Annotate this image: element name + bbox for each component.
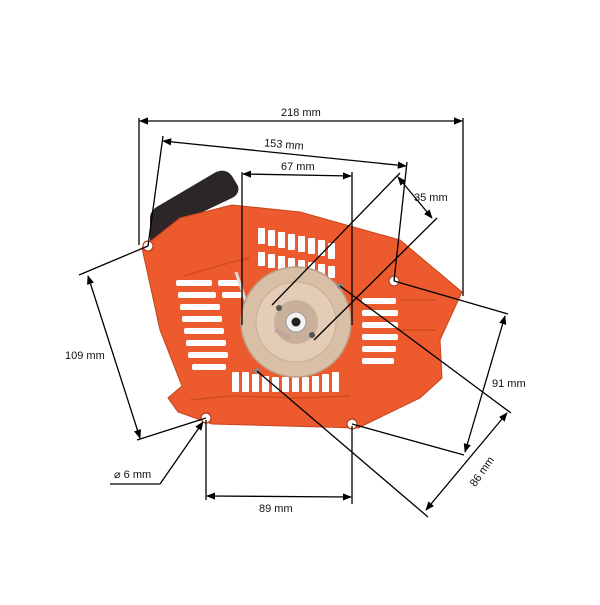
upper-grille (258, 228, 335, 278)
left-grille (176, 280, 242, 370)
label-diagonal-spacing: 86 mm (468, 455, 497, 489)
starter-product-image (141, 170, 463, 430)
dimension-lines (78, 117, 512, 518)
label-pulley-depth: 35 mm (414, 192, 448, 204)
label-hole-diameter: ⌀ 6 mm (114, 469, 151, 481)
label-right-mount-spacing: 91 mm (492, 378, 526, 390)
label-handle-to-mount: 153 mm (264, 137, 305, 152)
pulley (240, 266, 352, 378)
right-grille (362, 298, 398, 364)
bottom-grille (232, 372, 339, 392)
label-left-mount-spacing: 109 mm (65, 350, 105, 362)
label-overall-width: 218 mm (281, 107, 321, 119)
label-pulley-width: 67 mm (281, 161, 315, 173)
label-bottom-mount-spacing: 89 mm (259, 503, 293, 515)
